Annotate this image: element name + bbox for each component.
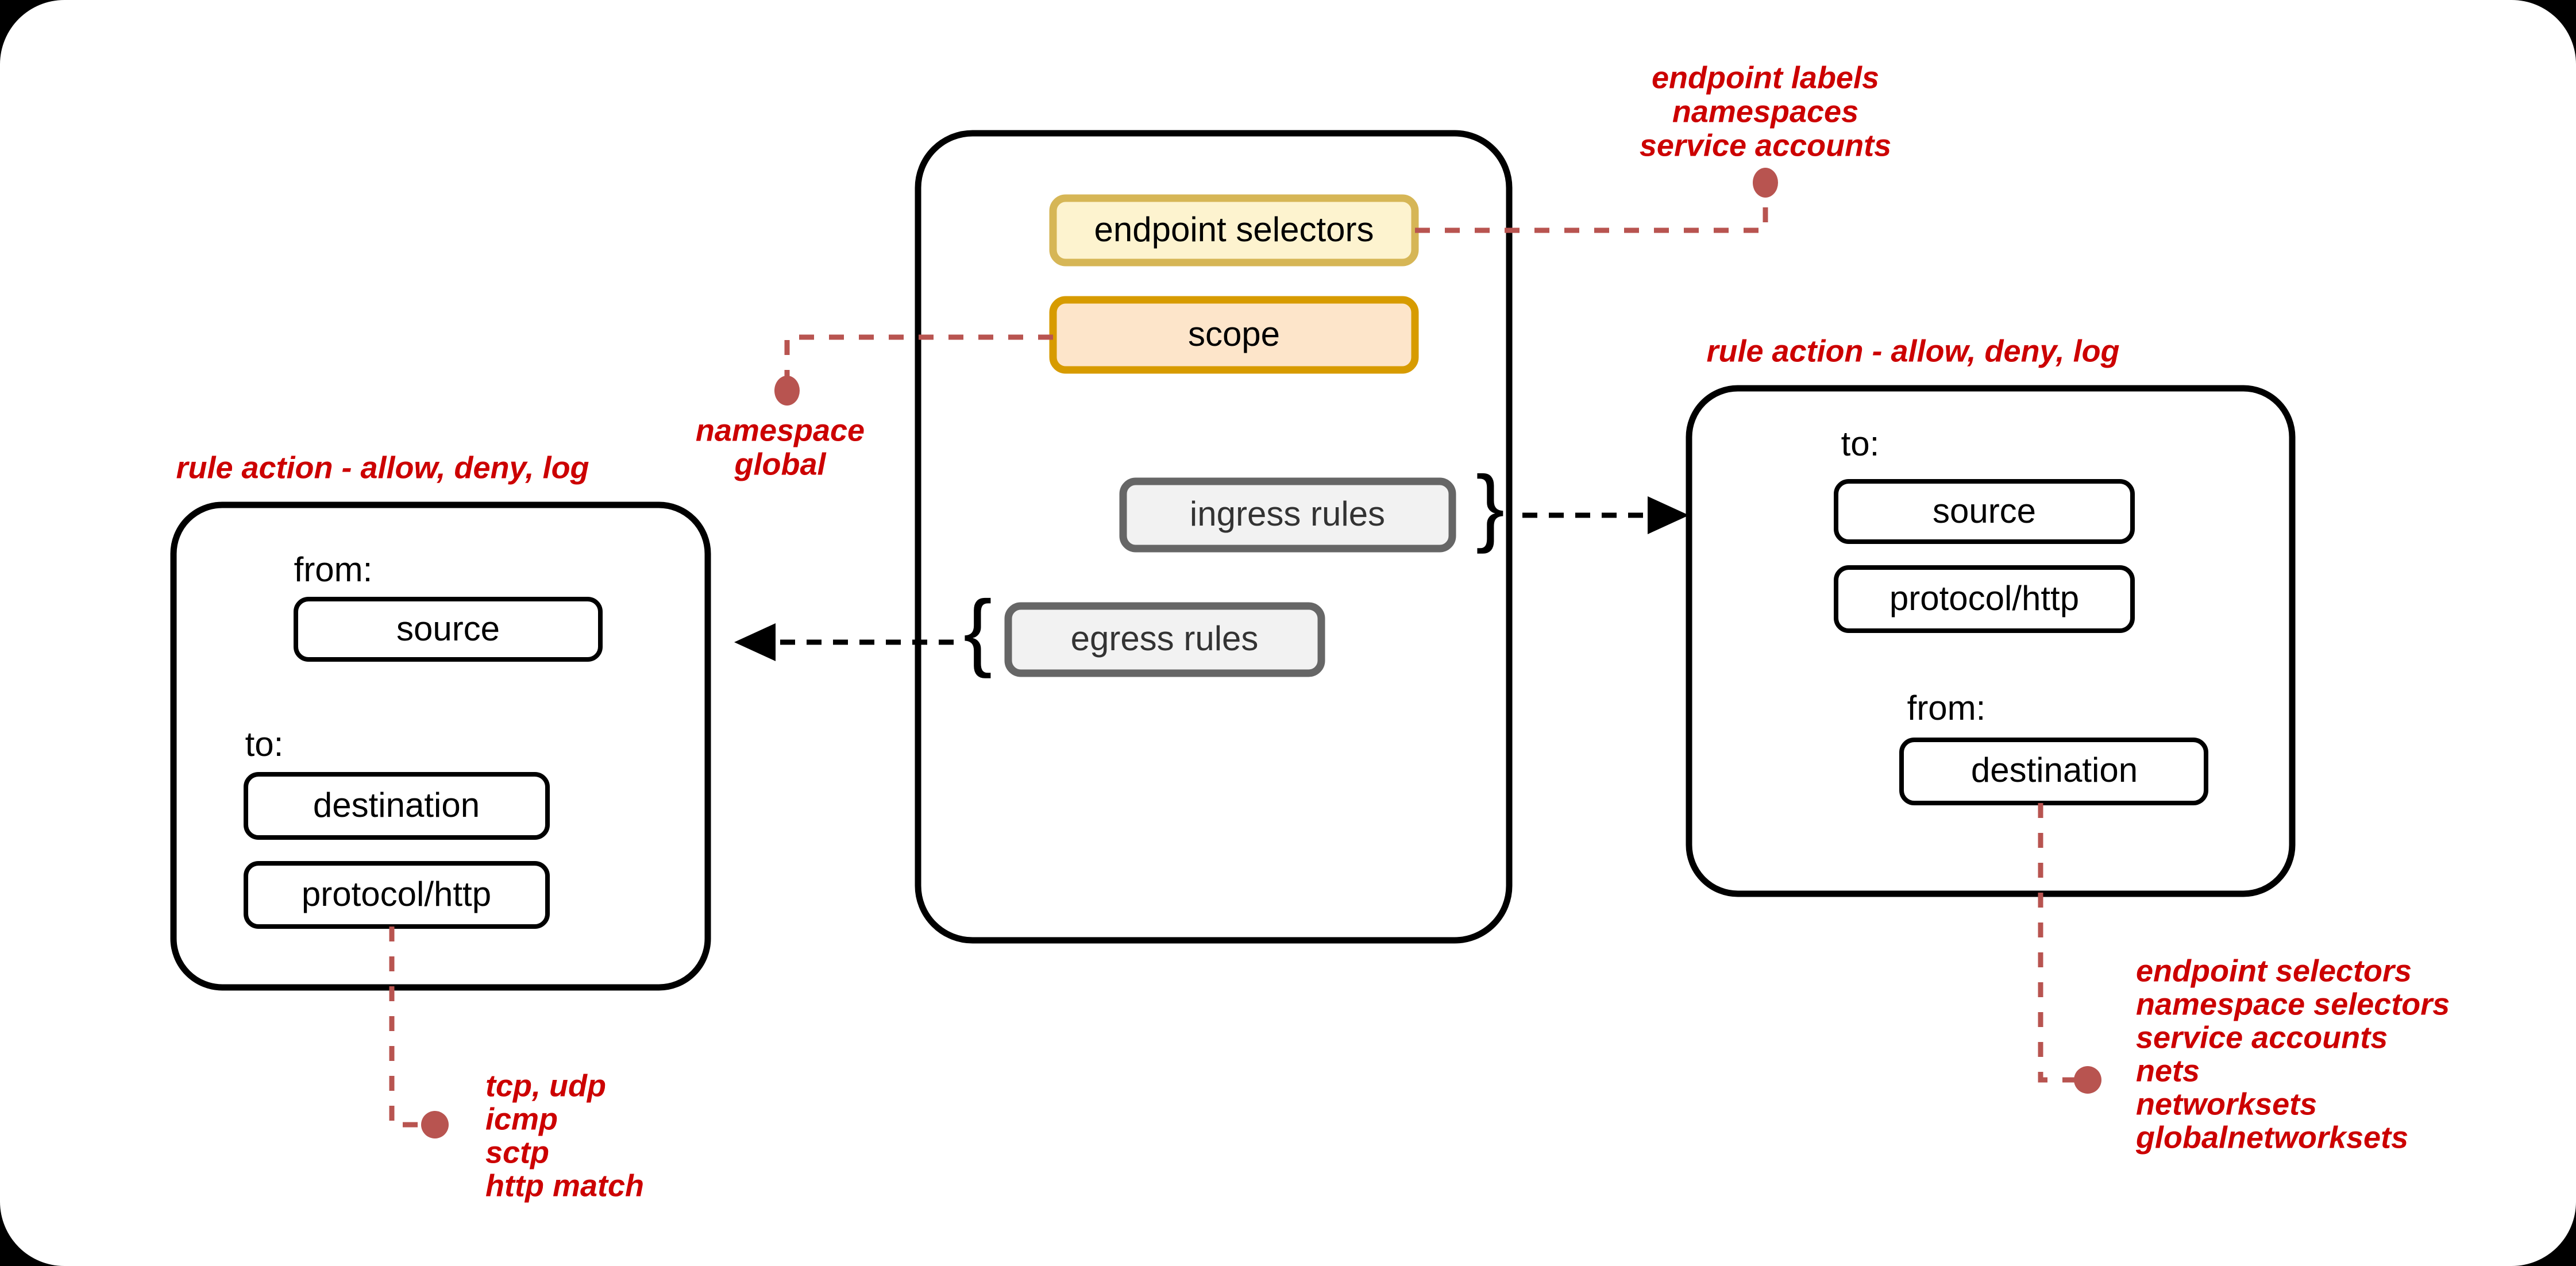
annotation-dot (1753, 168, 1778, 198)
annotation-dot (2074, 1066, 2101, 1094)
egress-rules-label: egress rules (1071, 619, 1259, 658)
annotation-tcp-udp: tcp, udp (485, 1068, 606, 1103)
egress-destination-label: destination (313, 786, 480, 824)
ingress-policy-box (1686, 385, 2296, 897)
egress-brace: { (963, 582, 992, 679)
ingress-source-box[interactable]: source (1834, 479, 2135, 544)
ingress-rules-box[interactable]: ingress rules (1119, 477, 1456, 553)
annotation-icmp: icmp (485, 1102, 558, 1136)
annotation-nets: nets (2136, 1053, 2200, 1088)
egress-source-box[interactable]: source (294, 597, 603, 662)
endpoint-selectors-annotation: endpoint labels namespaces service accou… (1415, 60, 1891, 233)
annotation-networksets: networksets (2136, 1087, 2317, 1121)
ingress-rules-label: ingress rules (1190, 495, 1385, 533)
ingress-brace: } (1476, 458, 1505, 554)
egress-rule-action-label: rule action - allow, deny, log (176, 450, 589, 485)
annotation-sctp: sctp (485, 1135, 549, 1169)
scope-box[interactable]: scope (1049, 296, 1419, 374)
destination-annotation: endpoint selectors namespace selectors s… (2038, 803, 2450, 1155)
annotation-namespace: namespace (696, 413, 865, 447)
annotation-globalnetworksets: globalnetworksets (2135, 1120, 2408, 1155)
egress-rules-box[interactable]: egress rules (1004, 602, 1325, 677)
egress-source-label: source (396, 609, 500, 648)
ingress-source-label: source (1933, 492, 2036, 530)
annotation-http-match: http match (485, 1168, 644, 1203)
ingress-to-label: to: (1841, 424, 1880, 463)
annotation-dot (421, 1111, 449, 1138)
egress-destination-box[interactable]: destination (244, 772, 550, 840)
annotation-service-accounts: service accounts (2136, 1020, 2388, 1055)
annotation-service-accounts: service accounts (1640, 128, 1891, 163)
ingress-protocol-box[interactable]: protocol/http (1834, 565, 2135, 633)
ingress-protocol-label: protocol/http (1889, 579, 2079, 617)
protocol-annotation: tcp, udp icmp sctp http match (389, 927, 644, 1203)
egress-to-label: to: (245, 725, 284, 763)
endpoint-selectors-label: endpoint selectors (1094, 210, 1374, 249)
ingress-destination-box[interactable]: destination (1899, 738, 2208, 805)
ingress-destination-label: destination (1971, 751, 2138, 789)
ingress-from-label: from: (1907, 689, 1986, 727)
ingress-rule-action-label: rule action - allow, deny, log (1706, 334, 2119, 368)
annotation-namespace-selectors: namespace selectors (2136, 987, 2450, 1021)
annotation-endpoint-selectors: endpoint selectors (2136, 954, 2412, 988)
egress-protocol-box[interactable]: protocol/http (244, 861, 550, 929)
annotation-dot (774, 376, 800, 406)
egress-from-label: from: (294, 550, 373, 589)
egress-protocol-label: protocol/http (302, 875, 491, 913)
endpoint-selectors-box[interactable]: endpoint selectors (1049, 194, 1419, 267)
annotation-namespaces: namespaces (1672, 94, 1858, 129)
scope-label: scope (1188, 315, 1280, 353)
egress-arrow (734, 623, 954, 661)
ingress-arrow (1522, 496, 1689, 534)
annotation-global: global (734, 447, 827, 481)
scope-annotation: namespace global (696, 334, 1053, 481)
annotation-endpoint-labels: endpoint labels (1652, 60, 1879, 95)
